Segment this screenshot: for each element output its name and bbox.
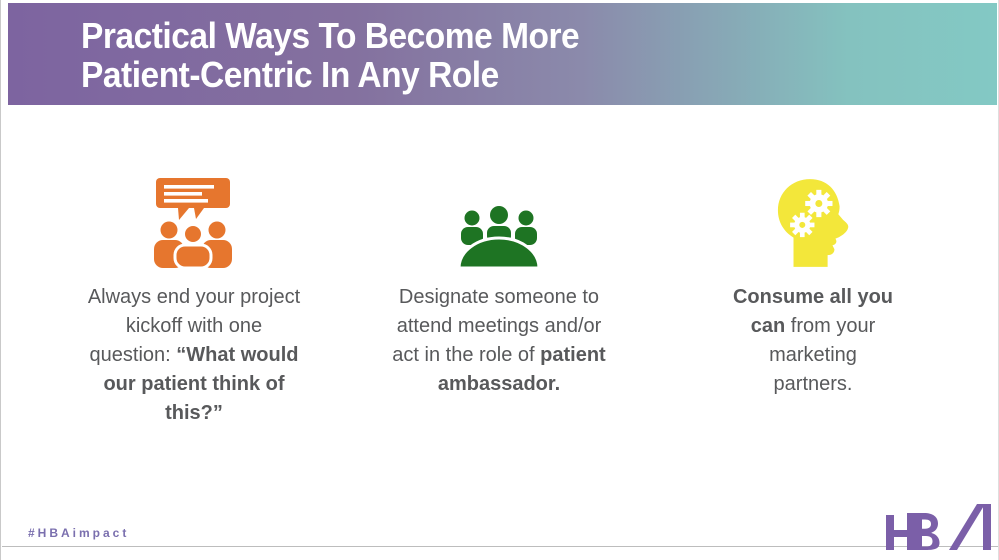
hba-logo xyxy=(886,504,991,550)
column-text-bold-segment: Consume all you can xyxy=(732,286,894,337)
column-text-segment: from your marketing partners. xyxy=(769,315,876,395)
column-text-bold-segment: patient ambassador. xyxy=(437,344,606,395)
slide-header-band: Practical Ways To Become More Patient-Ce… xyxy=(8,3,997,105)
meeting-table-icon xyxy=(368,172,630,268)
head-gears-icon xyxy=(687,172,939,268)
slide-title: Practical Ways To Become More Patient-Ce… xyxy=(81,15,580,95)
column-text-bold-segment: “What would our patient think of this?” xyxy=(103,344,299,424)
column-text: Always end your project kickoff with one… xyxy=(44,283,344,428)
content-column: Consume all you can from your marketing … xyxy=(687,172,939,399)
content-column: Designate someone to attend meetings and… xyxy=(368,172,630,399)
footer-divider-line xyxy=(2,546,998,547)
slide-title-line2: Patient-Centric In Any Role xyxy=(81,54,499,95)
column-text-segment: Designate someone to attend meetings and… xyxy=(392,286,602,366)
content-columns: Always end your project kickoff with one… xyxy=(1,172,998,472)
column-text: Consume all you can from your marketing … xyxy=(687,283,939,399)
slide-title-line1: Practical Ways To Become More xyxy=(81,15,580,56)
column-text-segment: Always end your project kickoff with one… xyxy=(87,286,301,366)
hba-logo-letters xyxy=(886,504,991,550)
presentation-audience-icon xyxy=(44,172,344,268)
column-text: Designate someone to attend meetings and… xyxy=(368,283,630,399)
content-column: Always end your project kickoff with one… xyxy=(44,172,344,428)
hashtag-label: #HBAimpact xyxy=(28,526,130,540)
